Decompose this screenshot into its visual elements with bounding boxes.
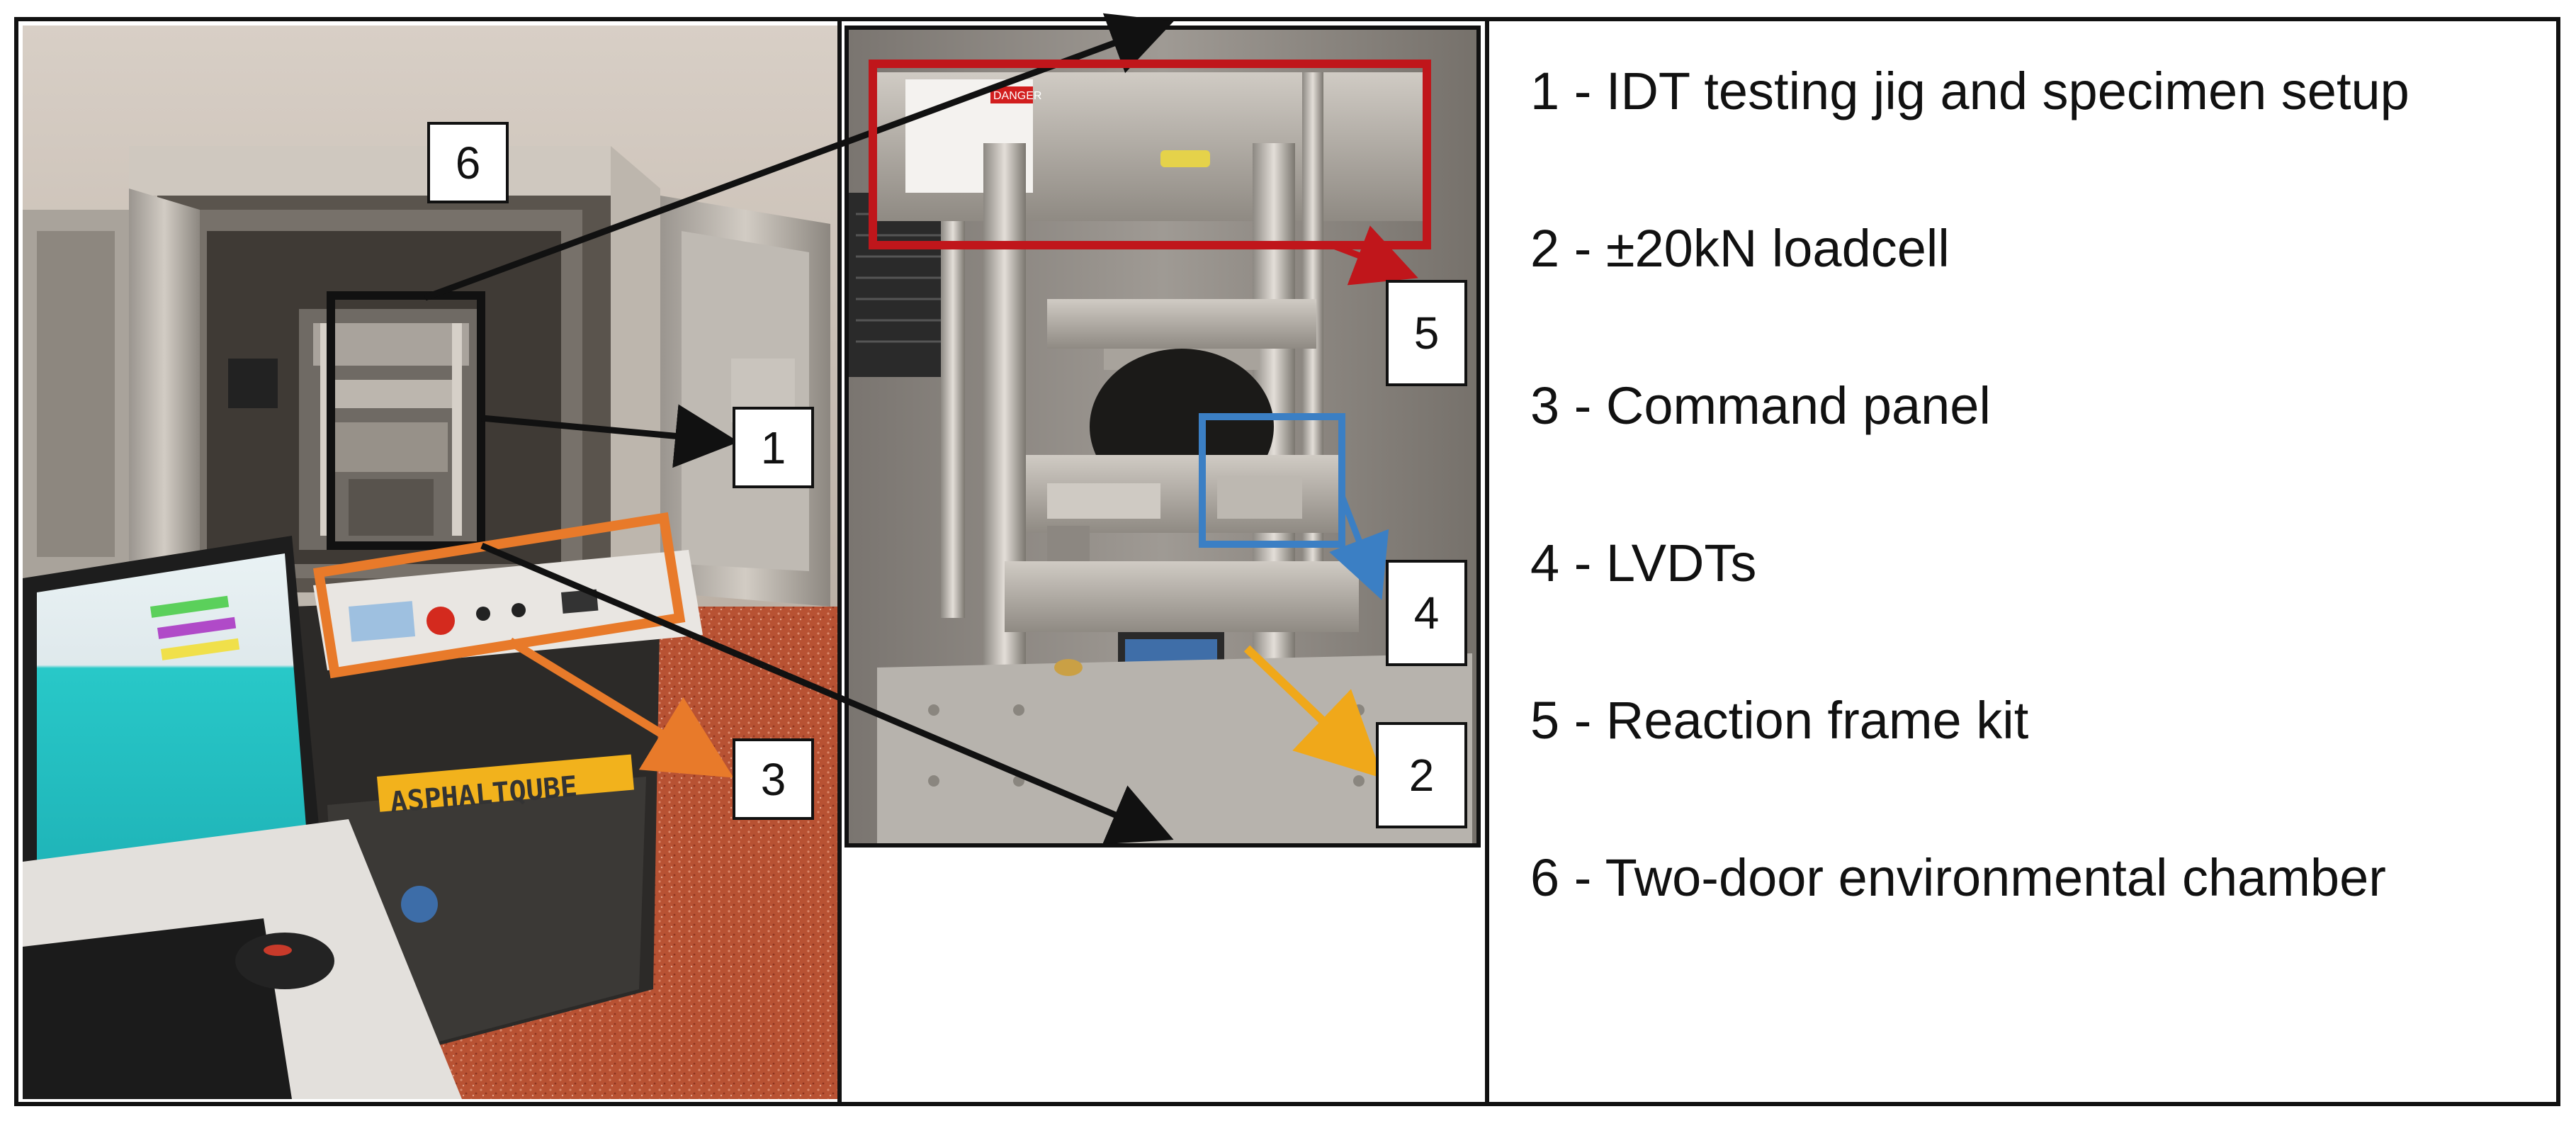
legend-item-1: 1 - IDT testing jig and specimen setup bbox=[1530, 62, 2410, 120]
legend-item-4: 4 - LVDTs bbox=[1530, 534, 1757, 592]
callout-1: 1 bbox=[733, 407, 814, 488]
legend-item-3: 3 - Command panel bbox=[1530, 376, 1991, 435]
legend: 1 - IDT testing jig and specimen setup 2… bbox=[1488, 26, 2550, 1099]
callout-3-text: 3 bbox=[760, 753, 786, 805]
callout-6-text: 6 bbox=[455, 137, 481, 188]
divider-right bbox=[1485, 21, 1489, 1102]
callout-4-text: 4 bbox=[1413, 587, 1440, 638]
callout-4: 4 bbox=[1386, 560, 1467, 666]
callout-2-text: 2 bbox=[1408, 750, 1435, 801]
danger-sign-text: DANGER bbox=[993, 90, 1041, 102]
callout-1-text: 1 bbox=[760, 422, 786, 473]
callout-5: 5 bbox=[1386, 280, 1467, 386]
callout-2: 2 bbox=[1376, 722, 1467, 828]
callout-6: 6 bbox=[427, 122, 509, 203]
divider-left bbox=[837, 21, 842, 1102]
jig-photo-drawing: DANGER bbox=[849, 30, 1476, 843]
legend-item-5: 5 - Reaction frame kit bbox=[1530, 691, 2029, 750]
callout-3: 3 bbox=[733, 738, 814, 820]
legend-item-6: 6 - Two-door environmental chamber bbox=[1530, 848, 2386, 907]
callout-5-text: 5 bbox=[1413, 308, 1440, 359]
legend-item-2: 2 - ±20kN loadcell bbox=[1530, 219, 1950, 278]
